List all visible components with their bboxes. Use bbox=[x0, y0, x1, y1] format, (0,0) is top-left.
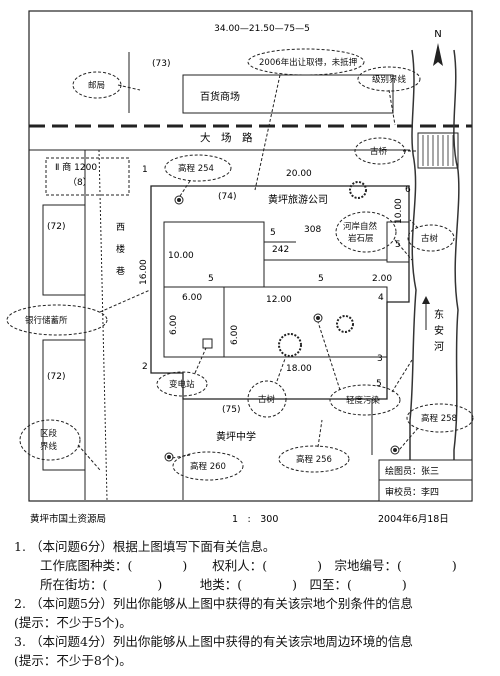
dept-store-label: 百货商场 bbox=[200, 90, 240, 103]
drawer-label: 绘图员：张三 bbox=[385, 465, 439, 477]
river-bank-left bbox=[409, 49, 417, 500]
checker-label: 审校员：李四 bbox=[385, 486, 439, 498]
callout-transfer bbox=[247, 48, 365, 76]
question-1-fields-row2: 所在街坊：( ) 地类：( ) 四至：( ) bbox=[40, 577, 407, 592]
callout-outcrop-label: 河岸自然岩石层 bbox=[343, 221, 378, 244]
coordinate-label: 34.00—21.50—75—5 bbox=[214, 24, 310, 34]
dim-5c: 5 bbox=[318, 274, 324, 284]
svg-text:2: 2 bbox=[142, 362, 148, 372]
svg-text:3: 3 bbox=[377, 354, 383, 364]
corner-numbers: 1 2 3 4 5 6 bbox=[142, 165, 411, 389]
elevation-point-icon bbox=[164, 195, 400, 462]
callout-substation-label: 变电站 bbox=[169, 379, 195, 390]
parcel-72a: (72) bbox=[47, 222, 65, 232]
river-bank-right bbox=[453, 49, 460, 500]
callout-bridge-label: 古桥 bbox=[370, 146, 388, 157]
callout-pollution bbox=[329, 384, 401, 416]
company-label: 黄坪旅游公司 bbox=[268, 193, 328, 206]
callout-elev-256 bbox=[278, 445, 350, 473]
callout-elev-258 bbox=[406, 403, 474, 433]
cadastral-map: 34.00—21.50—75—5 N 百货商场 (73) 大 场 路 Ⅱ 商 1… bbox=[6, 10, 474, 525]
dim-5a: 5 bbox=[270, 228, 276, 238]
callout-elev-254 bbox=[164, 154, 232, 182]
svg-text:4: 4 bbox=[378, 293, 384, 303]
callout-substation bbox=[156, 371, 208, 397]
map-frame bbox=[28, 10, 473, 502]
callout-post-office-label: 邮局 bbox=[88, 80, 105, 91]
svg-text:6: 6 bbox=[405, 185, 411, 195]
svg-text:1: 1 bbox=[142, 165, 148, 175]
footer-org: 黄坪市国土资源局 bbox=[30, 513, 106, 525]
callout-old-tree-label: 古树 bbox=[258, 394, 276, 405]
dim-5b: 5 bbox=[208, 274, 214, 284]
callout-district bbox=[19, 419, 81, 461]
old-bridge-icon bbox=[417, 132, 459, 169]
callout-bank bbox=[6, 304, 108, 336]
callout-elev-258-label: 高程 258 bbox=[421, 413, 457, 424]
dept-store-outline bbox=[182, 74, 394, 114]
dim-6-mid: 6.00 bbox=[230, 325, 240, 345]
callout-elev-260-label: 高程 260 bbox=[190, 461, 226, 472]
parcel-72b: (72) bbox=[47, 372, 65, 382]
dim-308: 308 bbox=[304, 225, 321, 235]
dimension-labels: 20.00 10.00 16.00 10.00 6.00 12.00 6.00 … bbox=[139, 169, 404, 374]
dim-18: 18.00 bbox=[286, 364, 312, 374]
question-3: 3.（本问题4分）列出你能够从上图中获得的有关该宗地周边环境的信息 bbox=[14, 634, 413, 649]
callout-elev-260 bbox=[172, 451, 244, 481]
dim-5d: 5 bbox=[395, 240, 401, 250]
parcel-73: (73) bbox=[152, 59, 170, 69]
river-name: 东安河 bbox=[434, 308, 444, 353]
dim-6-top: 6.00 bbox=[182, 293, 202, 303]
callout-tree-right bbox=[407, 224, 455, 252]
footer-date: 2004年6月18日 bbox=[378, 513, 449, 525]
callout-elev-254-label: 高程 254 bbox=[178, 163, 214, 174]
callout-bank-label: 银行储蓄所 bbox=[25, 315, 68, 326]
callout-old-tree bbox=[247, 380, 287, 418]
dim-10-left: 10.00 bbox=[168, 251, 194, 261]
svg-text:5: 5 bbox=[376, 379, 382, 389]
dim-10-right: 10.00 bbox=[394, 198, 404, 224]
dim-242: 242 bbox=[272, 245, 289, 255]
question-3-hint: (提示：不少于8个)。 bbox=[14, 653, 132, 668]
road-name: 大 场 路 bbox=[200, 131, 253, 144]
dim-20: 20.00 bbox=[286, 169, 312, 179]
school-label: 黄坪中学 bbox=[216, 430, 256, 443]
question-2-hint: (提示：不少于5个)。 bbox=[14, 615, 132, 630]
callout-post-office bbox=[72, 71, 122, 99]
parcel-74: (74) bbox=[218, 192, 236, 202]
callout-pollution-label: 轻度污染 bbox=[346, 395, 381, 406]
north-arrow-icon: N bbox=[433, 29, 443, 66]
dim-2: 2.00 bbox=[372, 274, 392, 284]
old-tree-icon bbox=[278, 181, 367, 357]
parcel-8: （8） bbox=[68, 177, 92, 188]
alley-name: 西楼巷 bbox=[116, 222, 125, 277]
flow-arrow-icon bbox=[422, 296, 430, 304]
question-1: 1.（本问题6分）根据上图填写下面有关信息。 bbox=[14, 539, 276, 554]
footer-scale: 1 : 300 bbox=[232, 514, 278, 525]
question-2: 2.（本问题5分）列出你能够从上图中获得的有关该宗地个别条件的信息 bbox=[14, 596, 413, 611]
substation-icon bbox=[202, 338, 213, 349]
parcel-75: (75) bbox=[222, 405, 240, 415]
callout-outcrop bbox=[335, 211, 397, 253]
commercial-block bbox=[45, 157, 130, 196]
callout-district-label: 区段界线 bbox=[40, 428, 58, 452]
svg-text:N: N bbox=[434, 29, 441, 40]
question-1-fields-row1: 工作底图种类：( ) 权利人：( ) 宗地编号：( ) bbox=[40, 558, 457, 573]
commercial-label: Ⅱ 商 1200 bbox=[55, 161, 97, 173]
dim-16: 16.00 bbox=[139, 259, 149, 285]
dim-6-left: 6.00 bbox=[169, 315, 179, 335]
question-list: 1.（本问题6分）根据上图填写下面有关信息。 工作底图种类：( ) 权利人：( … bbox=[14, 537, 494, 670]
callout-elev-256-label: 高程 256 bbox=[296, 454, 332, 465]
dim-12: 12.00 bbox=[266, 295, 292, 305]
callout-tree-right-label: 古树 bbox=[421, 233, 439, 244]
callout-grade-label: 级别界线 bbox=[372, 74, 407, 85]
callout-transfer-label: 2006年出让取得，未抵押 bbox=[259, 57, 357, 68]
